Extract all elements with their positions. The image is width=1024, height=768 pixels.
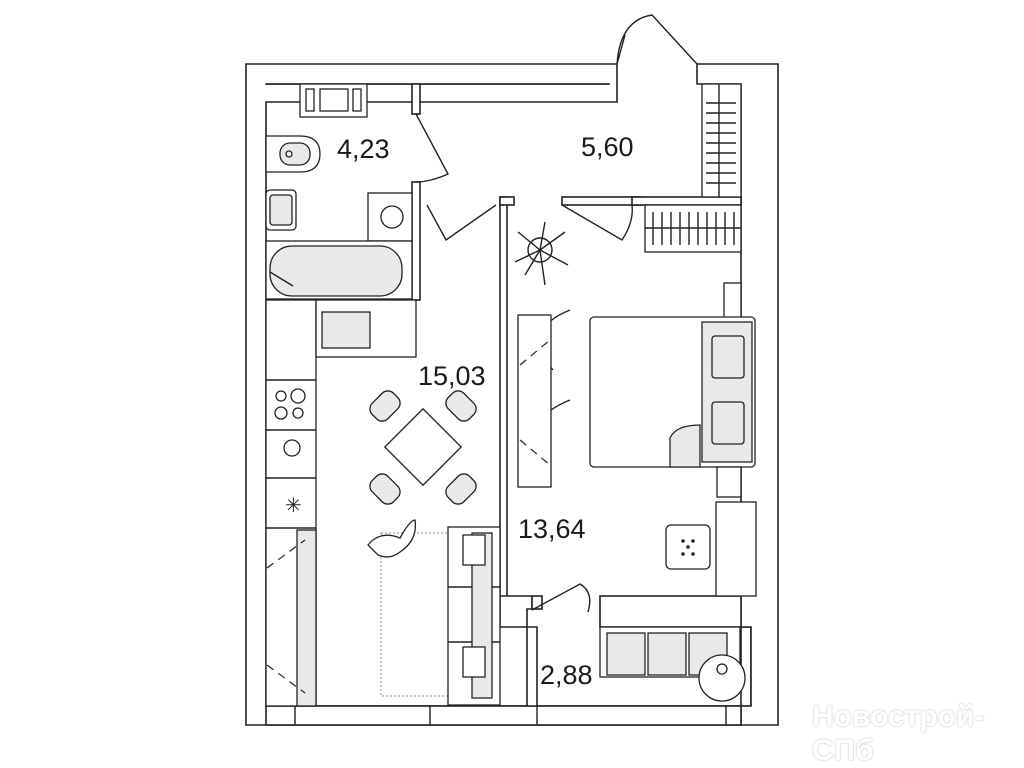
dining-table	[369, 390, 477, 505]
balcony-furniture	[599, 626, 746, 702]
area-label-hallway: 5,60	[581, 132, 634, 162]
area-label-bedroom: 13,64	[518, 514, 586, 544]
sofa	[367, 519, 501, 706]
svg-text:✳: ✳	[285, 495, 302, 517]
kitchen-units: ✳	[265, 299, 417, 707]
bathroom-fixtures	[265, 83, 413, 300]
exterior-walls	[245, 63, 779, 726]
hallway-wardrobe	[644, 83, 742, 253]
watermark: Новострой-СПб	[812, 700, 985, 767]
bedroom-furniture	[517, 282, 757, 597]
plant-icon	[514, 221, 569, 286]
area-label-balcony: 2,88	[540, 660, 593, 690]
area-label-kitchen-living: 15,03	[418, 361, 486, 391]
area-label-bathroom: 4,23	[337, 134, 390, 164]
interior-walls	[411, 83, 742, 707]
doors	[415, 14, 698, 613]
